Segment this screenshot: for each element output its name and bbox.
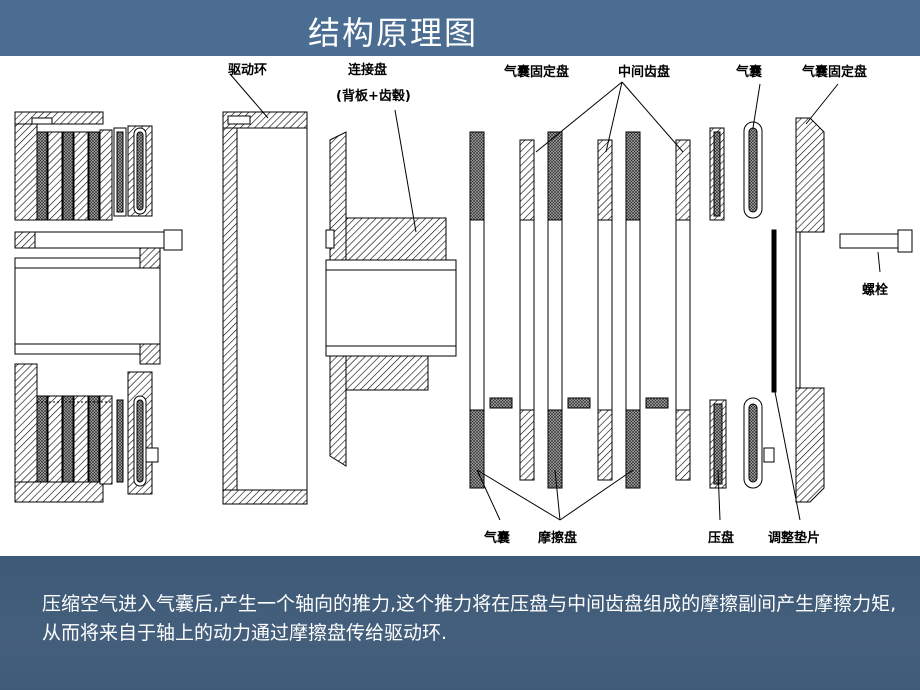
label-connecting-plate-note: (背板+齿毂) <box>336 88 411 104</box>
assembled-view <box>14 111 183 503</box>
caption-text: 压缩空气进入气囊后,产生一个轴向的推力,这个推力将在压盘与中间齿盘组成的摩擦副间… <box>42 593 897 644</box>
label-bolt: 螺栓 <box>862 282 888 298</box>
title-bar: 结构原理图 <box>0 0 920 56</box>
label-airbag-top: 气囊 <box>736 64 763 80</box>
label-airbag-fixed-plate-2: 气囊固定盘 <box>802 64 867 80</box>
label-airbag-bottom: 气囊 <box>484 530 511 546</box>
diagram-panel: 驱动环 连接盘 (背板+齿毂) 气囊固定盘 中间齿盘 气囊 气囊固定盘 螺栓 气… <box>0 56 920 556</box>
plates-group <box>469 117 913 503</box>
label-adjust-shim: 调整垫片 <box>768 530 820 546</box>
slide-title: 结构原理图 <box>308 14 479 52</box>
clutch-structure-diagram: 驱动环 连接盘 (背板+齿毂) 气囊固定盘 中间齿盘 气囊 气囊固定盘 螺栓 气… <box>14 62 913 546</box>
label-airbag-fixed-plate-1: 气囊固定盘 <box>504 64 569 80</box>
label-connecting-plate: 连接盘 <box>348 62 387 78</box>
label-middle-gear-plate: 中间齿盘 <box>618 64 670 80</box>
label-pressure-plate: 压盘 <box>708 530 734 546</box>
drive-ring-part <box>222 73 308 505</box>
caption-area: 压缩空气进入气囊后,产生一个轴向的推力,这个推力将在压盘与中间齿盘组成的摩擦副间… <box>0 556 920 690</box>
label-friction-plate: 摩擦盘 <box>538 530 577 546</box>
leader-lines <box>476 81 839 521</box>
connecting-plate-part <box>325 109 457 467</box>
label-drive-ring: 驱动环 <box>228 63 267 78</box>
